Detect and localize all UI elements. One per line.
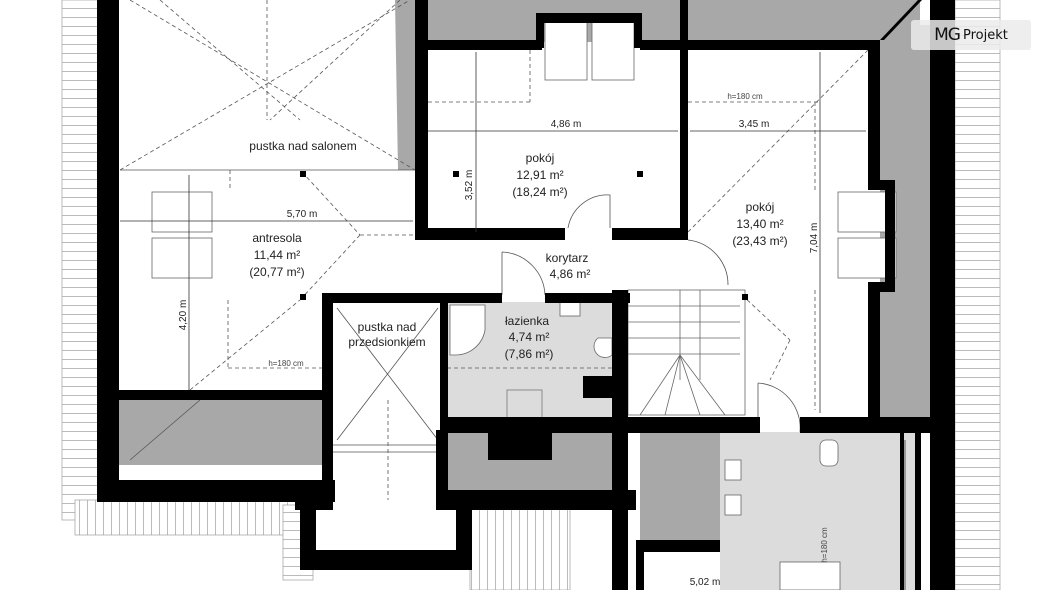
logo-name: Projekt [962, 27, 1008, 43]
roof-eave-bottom-mid [469, 499, 571, 590]
dim-room1-depth: 3,52 m [464, 170, 475, 201]
logo-brand: MG [934, 25, 961, 45]
void-diagonals [119, 0, 869, 500]
roof-windows [151, 21, 897, 279]
chimney-markers [300, 171, 748, 300]
antresola-name: antresola [252, 231, 302, 245]
roof-eave-bottom-left [74, 499, 301, 536]
room2-area: 13,40 m² [736, 217, 783, 231]
low-ceiling-zones [118, 0, 932, 542]
doors [501, 194, 801, 433]
bathroom-gross-area: (7,86 m²) [505, 347, 554, 361]
roof-eave-right [954, 0, 1001, 590]
dim-antresola-depth: 4,20 m [178, 300, 189, 331]
dimension-lines [120, 52, 906, 590]
room1-area: 12,91 m² [516, 168, 563, 182]
antresola-gross-area: (20,77 m²) [249, 265, 304, 279]
bathroom-area: 4,74 m² [509, 330, 550, 344]
mg-projekt-logo: MG Projekt [911, 20, 1031, 50]
void-cross [120, 169, 440, 461]
roof-eave-left [61, 0, 99, 521]
room-label-void-living: pustka nad salonem [249, 139, 356, 153]
dim-antresola-width: 5,70 m [287, 209, 318, 220]
corridor-area: 4,86 m² [550, 267, 591, 281]
antresola-area: 11,44 m² [254, 248, 300, 262]
walls [97, 0, 955, 590]
dim-room1-width: 4,86 m [551, 119, 582, 130]
dim-lower-width: 5,02 m [690, 577, 721, 588]
dim-room2-depth: 7,04 m [809, 223, 820, 254]
note-height-room2: h=180 cm [727, 92, 763, 101]
note-height-antresola: h=180 cm [268, 359, 304, 368]
room1-gross-area: (18,24 m²) [512, 185, 567, 199]
void-vestibule-line2: przedsionkiem [348, 335, 425, 349]
dim-room2-width: 3,45 m [739, 119, 770, 130]
corridor-name: korytarz [546, 251, 589, 265]
bathroom-fixtures [449, 301, 841, 590]
room1-name: pokój [526, 151, 555, 165]
note-height-lower: h=180 cm [820, 527, 829, 563]
room2-gross-area: (23,43 m²) [732, 234, 787, 248]
room2-name: pokój [746, 200, 775, 214]
bathroom-name: łazienka [505, 314, 549, 328]
staircase [627, 289, 746, 416]
void-vestibule-line1: pustka nad [358, 320, 417, 334]
